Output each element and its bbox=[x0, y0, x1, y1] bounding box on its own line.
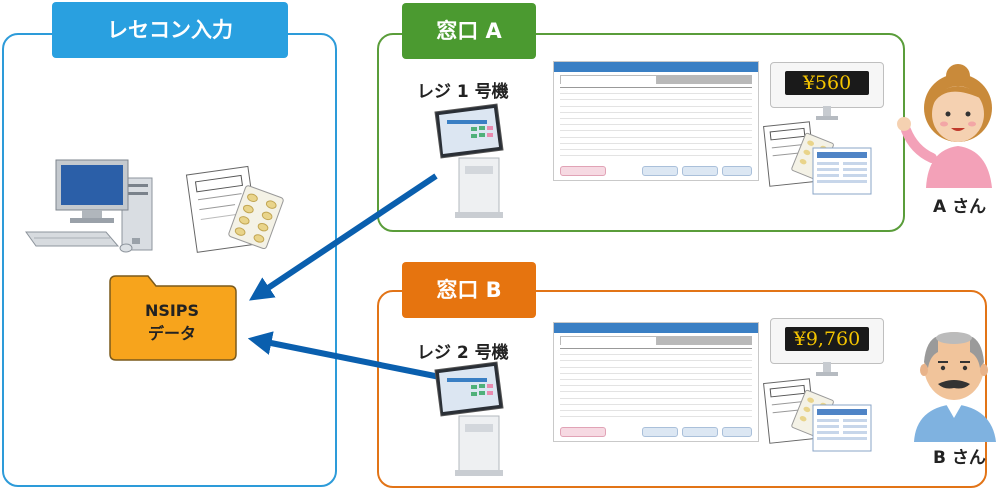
pos-terminal-icon bbox=[434, 103, 504, 218]
window-b-panel bbox=[377, 290, 987, 488]
reception-input-title: レセコン入力 bbox=[52, 2, 288, 58]
nsips-data-label: データ bbox=[147, 324, 196, 343]
amount-display-a: ¥560 bbox=[785, 71, 869, 95]
customer-display-icon: ¥9,760 bbox=[770, 318, 884, 364]
display-stand-a bbox=[816, 106, 838, 120]
prescription-icon bbox=[763, 121, 872, 195]
woman-customer-icon bbox=[897, 64, 992, 188]
window-b-title: 窓口 B bbox=[402, 262, 536, 318]
customer-a-label: A さん bbox=[933, 197, 987, 217]
register-2-label: レジ 2 号機 bbox=[417, 343, 509, 363]
window-a-title: 窓口 A bbox=[402, 3, 536, 59]
register-screen-a bbox=[553, 61, 759, 181]
register-screen-b bbox=[553, 322, 759, 442]
prescription-icon bbox=[763, 378, 872, 452]
prescription-icon bbox=[185, 165, 284, 253]
customer-display-icon: ¥560 bbox=[770, 62, 884, 108]
folder-icon bbox=[109, 275, 237, 361]
desktop-computer-icon bbox=[25, 159, 153, 253]
pos-terminal-icon bbox=[434, 361, 504, 476]
amount-display-b: ¥9,760 bbox=[785, 327, 869, 351]
nsips-label: NSIPS bbox=[144, 301, 200, 320]
display-stand-b bbox=[816, 362, 838, 376]
register-1-label: レジ 1 号機 bbox=[417, 82, 509, 102]
man-customer-icon bbox=[914, 332, 996, 442]
customer-b-label: B さん bbox=[933, 448, 986, 468]
